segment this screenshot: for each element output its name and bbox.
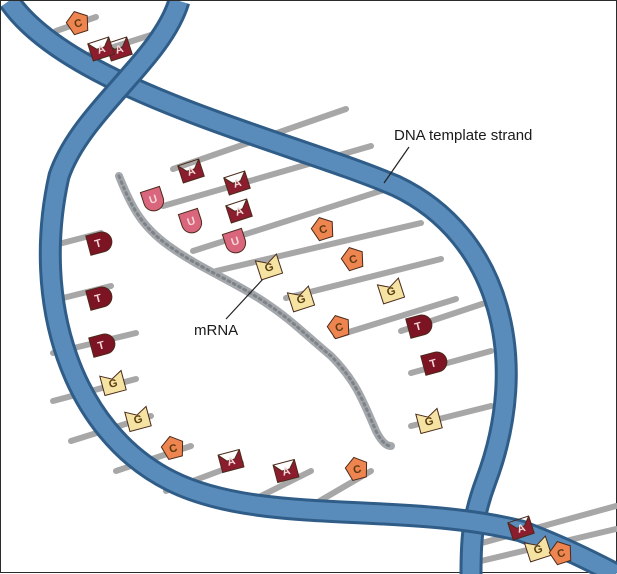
base-thymine: T [406, 313, 434, 339]
backbone-strand-template [9, 1, 506, 574]
base-cytosine: C [64, 8, 92, 36]
base-cytosine: C [325, 312, 353, 340]
base-uracil: U [178, 208, 204, 235]
base-cytosine: C [309, 214, 337, 242]
base-cytosine: C [343, 455, 370, 482]
template-strand-label: DNA template strand [394, 127, 532, 144]
mrna-strand-line [119, 176, 391, 446]
rung [193, 186, 396, 251]
mrna-label: mRNA [194, 322, 238, 339]
base-adenine: A [226, 199, 252, 223]
mrna-strand-texture [119, 176, 391, 446]
base-thymine: T [421, 350, 449, 376]
base-uracil: U [140, 186, 166, 213]
base-guanine: G [100, 370, 126, 395]
base-adenine: A [224, 171, 250, 195]
mrna-strand [119, 176, 391, 446]
base-guanine: G [377, 278, 404, 304]
base-guanine: G [125, 406, 151, 431]
base-guanine: G [416, 408, 442, 433]
base-adenine: A [218, 449, 244, 472]
base-cytosine: C [339, 244, 367, 272]
backbone-strand-template-highlight [9, 1, 506, 574]
